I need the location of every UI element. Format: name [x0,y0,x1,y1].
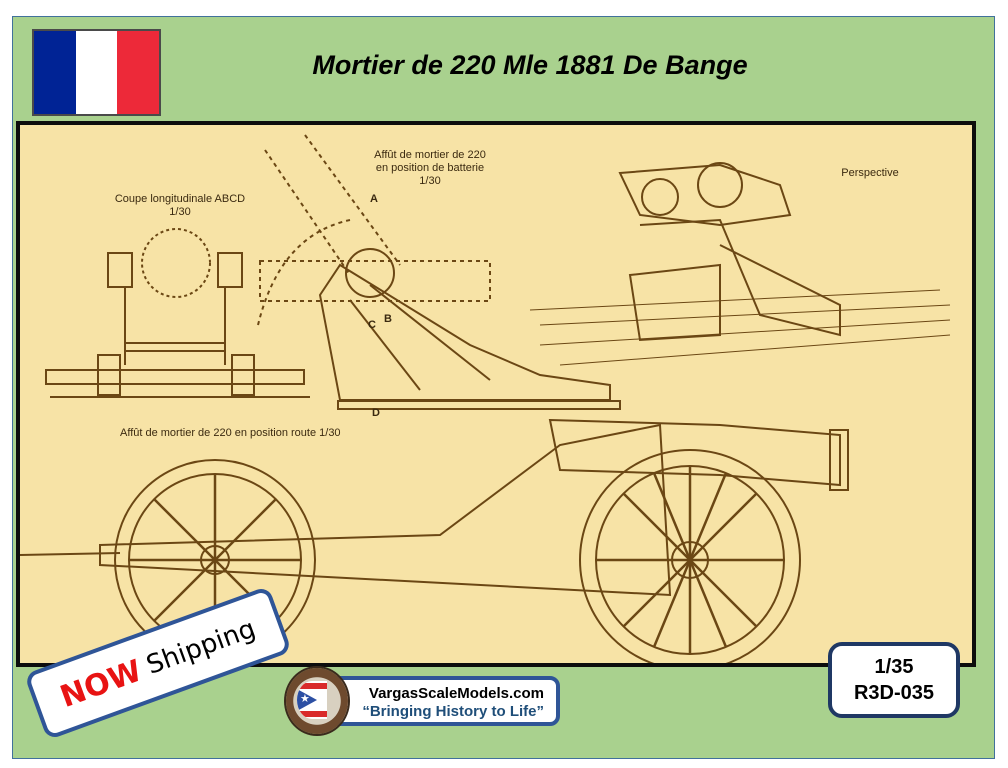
scale-value: 1/35 [874,656,914,678]
page-title: Mortier de 220 Mle 1881 De Bange [312,50,748,80]
brand-coin-logo-icon: ★ [286,668,348,734]
battery-label: Affût de mortier de 220 en position de b… [340,149,520,188]
letter-b: B [384,313,392,325]
mortar-drawing-illustration [20,134,951,663]
star-icon: ★ [300,693,310,705]
scale-badge: 1/35 R3D-035 [828,642,960,718]
now-word: NOW [55,653,147,715]
flag-red-stripe [117,31,160,114]
brand-box: VargasScaleModels.com “Bringing History … [310,676,560,726]
letter-c: C [368,319,376,331]
flag-blue-stripe [34,31,76,114]
brand-tagline: “Bringing History to Life” [362,703,544,720]
route-label: Affût de mortier de 220 en position rout… [120,427,341,439]
section-title: Coupe longitudinale ABCD [114,193,246,205]
technical-drawing: Coupe longitudinale ABCD 1/30 Affût de m… [16,121,976,667]
battery-title-line2: en position de batterie [375,162,485,174]
section-scale: 1/30 [169,206,191,218]
france-flag-icon [32,29,161,116]
brand-site: VargasScaleModels.com [368,685,544,702]
product-code: R3D-035 [853,682,935,704]
battery-title-line1: Affût de mortier de 220 [374,149,486,161]
battery-scale: 1/30 [419,175,441,187]
letter-a: A [370,193,378,205]
perspective-label: Perspective [841,167,899,179]
flag-white-stripe [75,31,118,114]
letter-d: D [372,407,380,419]
section-label: Coupe longitudinale ABCD 1/30 [90,193,270,219]
puerto-rico-flag-icon: ★ [297,681,327,719]
